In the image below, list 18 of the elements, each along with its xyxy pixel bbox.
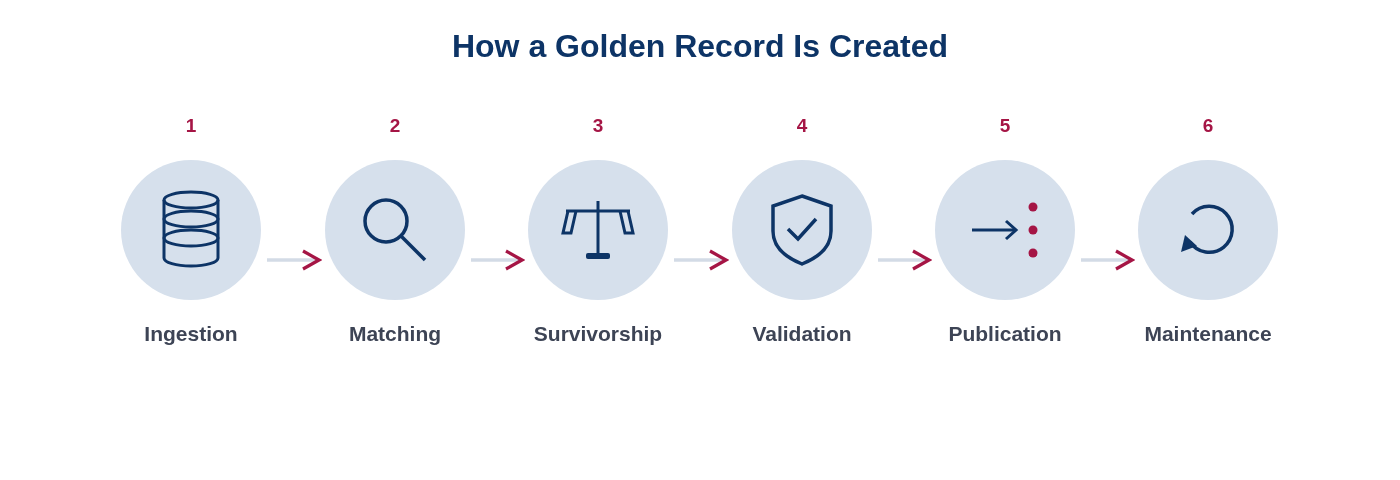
step-label: Survivorship	[532, 322, 664, 346]
arrow	[267, 249, 321, 271]
step-number: 4	[795, 115, 809, 137]
title: How a Golden Record Is Created	[450, 28, 950, 65]
arrow	[471, 249, 524, 271]
step-label: Validation	[751, 322, 853, 346]
step-number: 6	[1201, 115, 1215, 137]
arrow	[674, 249, 728, 271]
step-number: 1	[184, 115, 198, 137]
step-number: 5	[998, 115, 1012, 137]
step-label: Matching	[347, 322, 443, 346]
step-label: Ingestion	[143, 322, 239, 346]
step-number: 2	[388, 115, 402, 137]
arrow	[878, 249, 931, 271]
step-number: 3	[591, 115, 605, 137]
step-label: Maintenance	[1143, 322, 1273, 346]
arrow	[1081, 249, 1134, 271]
step-label: Publication	[947, 322, 1063, 346]
